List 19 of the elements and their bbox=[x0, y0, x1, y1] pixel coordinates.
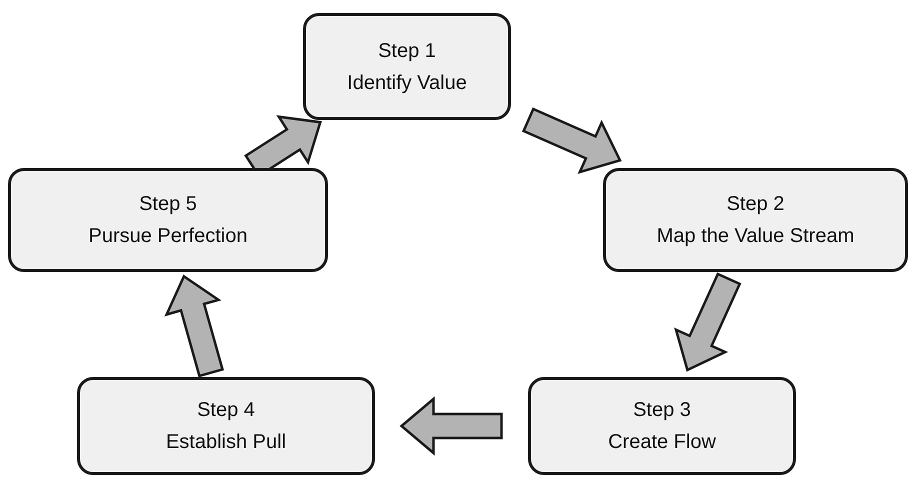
step-label: Identify Value bbox=[347, 70, 467, 94]
step-number: Step 2 bbox=[726, 192, 784, 216]
step-box bbox=[528, 377, 796, 475]
step-label: Pursue Perfection bbox=[88, 224, 248, 248]
step-box bbox=[77, 377, 375, 475]
step-label: Create Flow bbox=[608, 430, 716, 454]
step-label: Map the Value Stream bbox=[656, 224, 854, 248]
step-number: Step 1 bbox=[378, 38, 436, 62]
block-arrow bbox=[400, 396, 503, 456]
step-box bbox=[303, 13, 511, 120]
block-arrow bbox=[674, 272, 742, 372]
block-arrow bbox=[522, 107, 622, 174]
step-number: Step 3 bbox=[633, 398, 691, 422]
step-label: Establish Pull bbox=[166, 430, 286, 454]
step-box bbox=[603, 168, 908, 272]
step-box bbox=[8, 168, 328, 272]
step-number: Step 5 bbox=[139, 192, 197, 216]
step-number: Step 4 bbox=[197, 398, 255, 422]
block-arrow bbox=[164, 274, 224, 378]
